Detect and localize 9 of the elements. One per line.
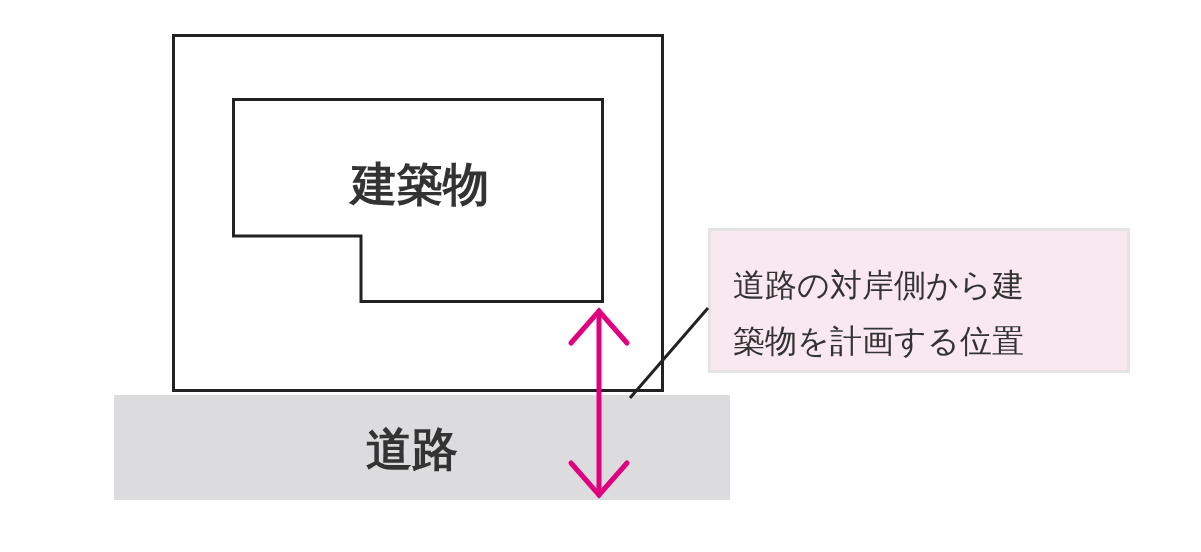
leader-line — [628, 307, 710, 399]
callout-text: 道路の対岸側から建築物を計画する位置 — [733, 265, 1025, 362]
dimension-arrow — [568, 307, 630, 499]
road-label: 道路 — [365, 421, 459, 478]
building-outline — [232, 98, 604, 303]
road-band — [114, 395, 730, 500]
callout-box — [708, 228, 1130, 373]
site-boundary — [172, 34, 664, 392]
building-label: 建築物 — [348, 156, 490, 213]
